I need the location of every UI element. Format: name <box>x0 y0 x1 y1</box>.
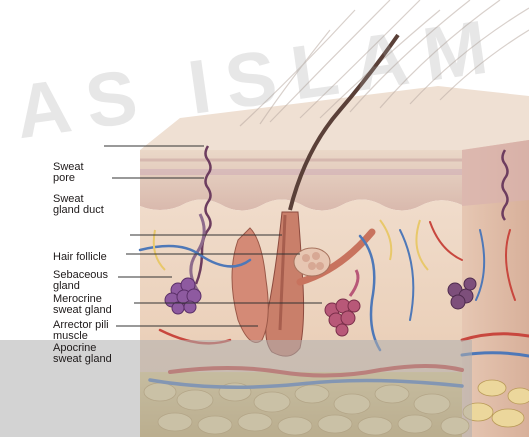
label-sweat-gland-duct: Sweatgland duct <box>53 172 104 238</box>
label-apocrine-sweat-gland: Apocrinesweat gland <box>53 321 112 387</box>
